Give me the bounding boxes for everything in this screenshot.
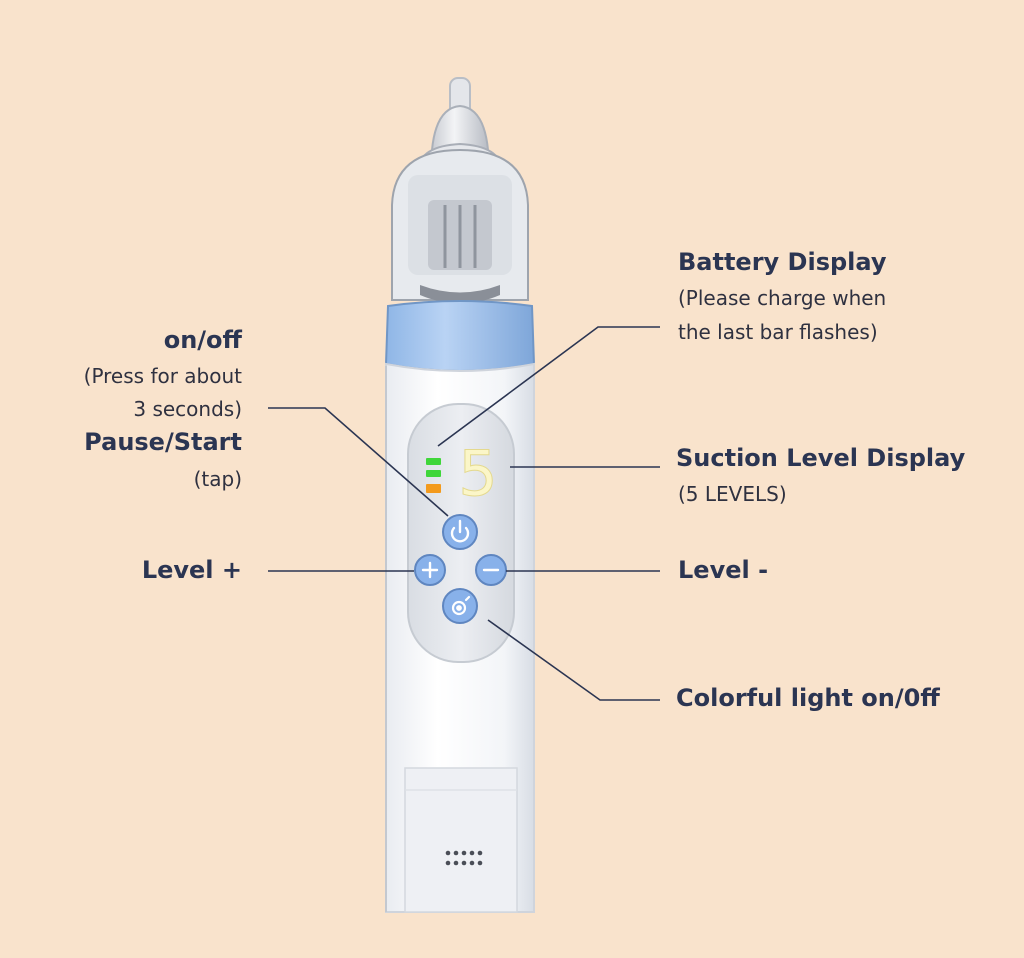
callout-line-colorful bbox=[487, 619, 660, 701]
level-plus-title: Level + bbox=[141, 556, 242, 584]
on-off-note-line2: 3 seconds) bbox=[133, 397, 242, 421]
light-icon bbox=[451, 595, 471, 616]
power-icon bbox=[450, 519, 470, 543]
level-minus-button[interactable] bbox=[475, 554, 507, 586]
colorful-title: Colorful light on/0ff bbox=[676, 684, 940, 712]
callout-lines bbox=[268, 326, 660, 701]
pause-start-note: (tap) bbox=[193, 467, 242, 491]
battery-note-line2: the last bar flashes) bbox=[678, 320, 878, 344]
suction-note: (5 LEVELS) bbox=[678, 482, 787, 506]
speaker-grille bbox=[445, 850, 483, 866]
level-plus-button[interactable] bbox=[414, 554, 446, 586]
transparent-cap bbox=[391, 148, 529, 304]
battery-title: Battery Display bbox=[678, 248, 887, 276]
pause-start-title: Pause/Start bbox=[84, 428, 242, 456]
plus-icon bbox=[421, 561, 439, 579]
battery-note-line1: (Please charge when bbox=[678, 286, 887, 310]
suction-title: Suction Level Display bbox=[676, 444, 966, 472]
power-button[interactable] bbox=[442, 514, 478, 550]
suction-level-digit: 5 bbox=[458, 437, 497, 510]
colorful-light-button[interactable] bbox=[442, 588, 478, 624]
callout-line-on-off bbox=[268, 407, 449, 517]
callout-line-battery bbox=[437, 326, 660, 447]
level-minus-title: Level - bbox=[678, 556, 769, 584]
device-base bbox=[404, 767, 518, 913]
on-off-title: on/off bbox=[163, 326, 242, 354]
on-off-note-line1: (Press for about bbox=[83, 364, 242, 388]
blue-ring bbox=[384, 300, 536, 372]
battery-indicator bbox=[426, 458, 441, 493]
nozzle-tip bbox=[416, 77, 504, 171]
